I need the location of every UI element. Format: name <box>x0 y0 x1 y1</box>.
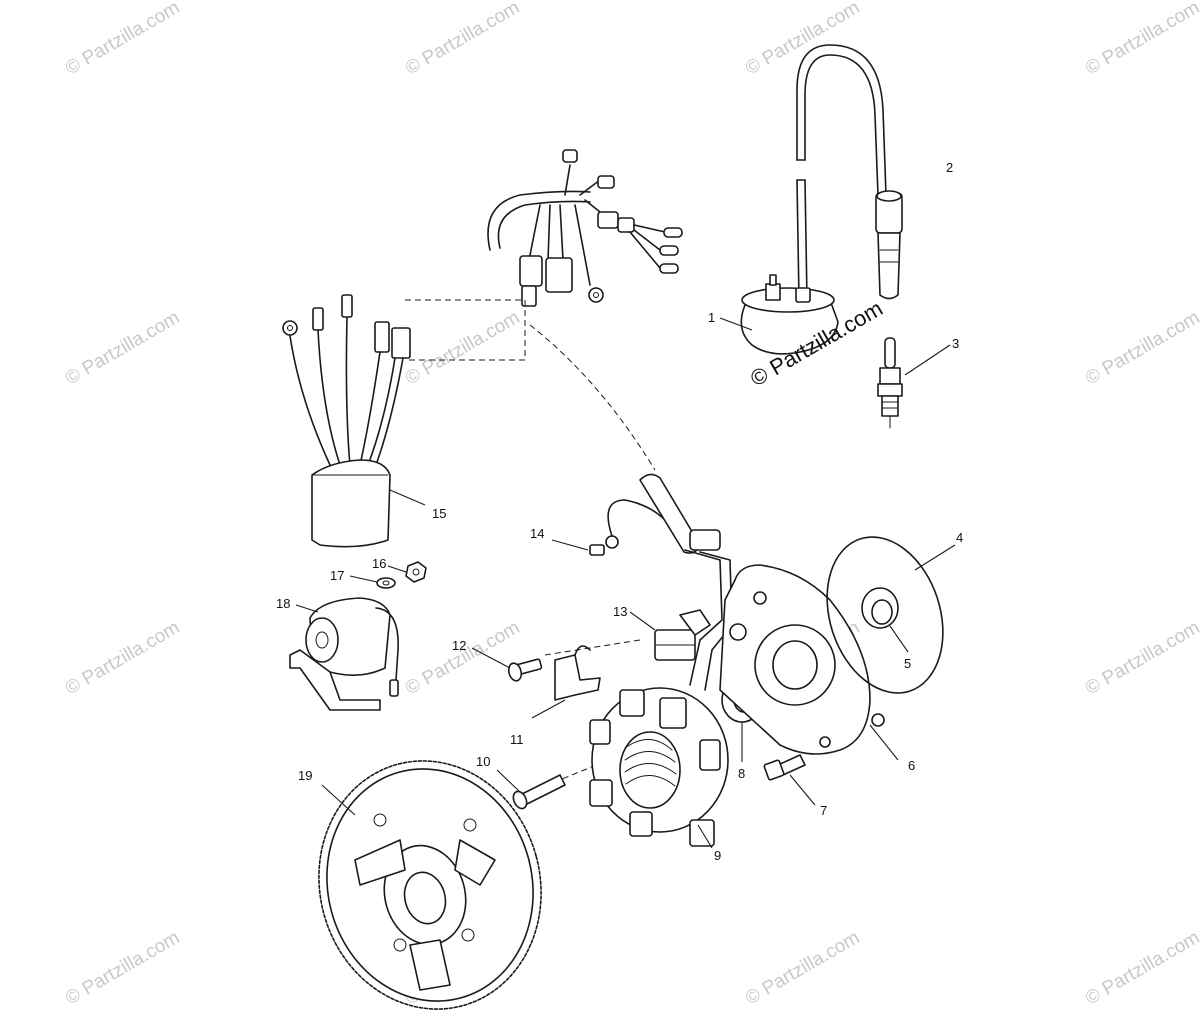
bolt-7 <box>763 754 816 806</box>
watermark: © Partzilla.com <box>62 0 183 79</box>
wiring-harness <box>487 149 683 307</box>
callout-7: 7 <box>820 803 827 818</box>
watermark: © Partzilla.com <box>1082 307 1200 389</box>
bolt-10 <box>496 769 566 810</box>
callout-9: 9 <box>714 848 721 863</box>
ground-screw <box>551 499 666 556</box>
callout-12: 12 <box>452 638 466 653</box>
ignition-coil <box>719 274 839 355</box>
callout-8: 8 <box>738 766 745 781</box>
callout-15: 15 <box>432 506 446 521</box>
pulser-coil <box>629 609 711 661</box>
watermark: © Partzilla.com <box>742 0 863 79</box>
callout-11: 11 <box>510 732 524 747</box>
clamp-bracket <box>531 645 601 719</box>
watermark: © Partzilla.com <box>402 307 523 389</box>
stator <box>589 687 729 849</box>
watermark: © Partzilla.com <box>1082 0 1200 79</box>
starter-solenoid <box>289 597 399 711</box>
cdi-box <box>282 294 426 548</box>
callout-16: 16 <box>372 556 386 571</box>
callout-4: 4 <box>956 530 963 545</box>
bolt-12 <box>471 647 543 682</box>
bushing <box>861 587 909 653</box>
watermark: © Partzilla.com <box>62 307 183 389</box>
callout-6: 6 <box>908 758 915 773</box>
watermark: © Partzilla.com <box>402 617 523 699</box>
watermark: © Partzilla.com <box>1082 927 1200 1009</box>
callout-17: 17 <box>330 568 344 583</box>
nut-and-washer <box>349 561 427 589</box>
magneto-housing <box>719 564 899 761</box>
callout-3: 3 <box>952 336 959 351</box>
watermark: © Partzilla.com <box>1082 617 1200 699</box>
callout-labels: 1 2 3 4 5 6 7 8 9 10 11 12 13 14 15 16 1… <box>276 160 963 863</box>
watermark-layer: © Partzilla.com © Partzilla.com © Partzi… <box>62 0 1200 1009</box>
callout-19: 19 <box>298 768 312 783</box>
callout-14: 14 <box>530 526 544 541</box>
watermark: © Partzilla.com <box>402 0 523 79</box>
o-ring <box>826 536 956 694</box>
callout-1: 1 <box>708 310 715 325</box>
callout-13: 13 <box>613 604 627 619</box>
spark-plug-lead <box>796 44 903 301</box>
flywheel <box>318 760 542 1010</box>
watermark: © Partzilla.com <box>62 927 183 1009</box>
watermark: © Partzilla.com <box>742 927 863 1009</box>
callout-5: 5 <box>904 656 911 671</box>
watermark: © Partzilla.com <box>62 617 183 699</box>
callout-2: 2 <box>946 160 953 175</box>
callout-10: 10 <box>476 754 490 769</box>
callout-18: 18 <box>276 596 290 611</box>
spark-plug <box>877 337 951 429</box>
